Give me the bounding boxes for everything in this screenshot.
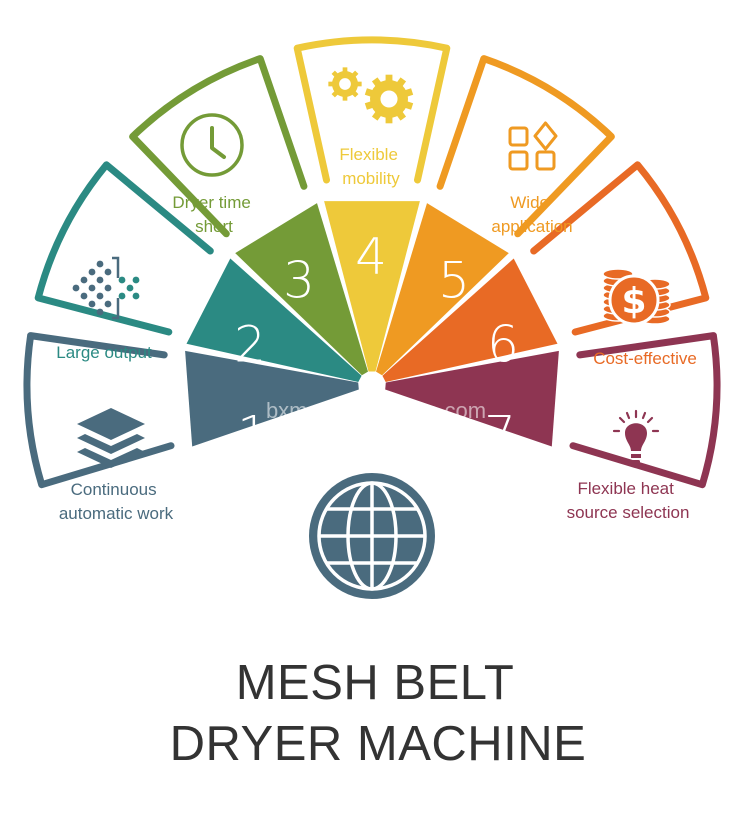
wedge-numbers: 1 2 3 4 5 6 7 xyxy=(234,228,519,464)
label-flexible-mobility: Flexible mobility xyxy=(339,145,402,188)
title-line-2: DRYER MACHINE xyxy=(170,717,587,771)
label-3-line-1: Dryer time xyxy=(172,193,250,212)
label-cost-effective: Cost-effective xyxy=(593,349,697,368)
outer-arc-7 xyxy=(569,332,721,489)
label-5-line-2: application xyxy=(491,217,572,236)
inner-wedges xyxy=(185,201,559,447)
label-1-line-1: Continuous xyxy=(71,480,157,499)
label-6-line-1: Cost-effective xyxy=(593,349,697,368)
wedge-number-1: 1 xyxy=(237,406,269,464)
label-4-line-1: Flexible xyxy=(339,145,398,164)
outer-arc-5 xyxy=(436,55,615,238)
label-3-line-2: short xyxy=(195,217,233,236)
label-1-line-2: automatic work xyxy=(59,504,174,523)
wedge-number-4: 4 xyxy=(355,228,387,286)
globe-icon xyxy=(309,473,435,599)
label-7-line-2: source selection xyxy=(567,503,690,522)
label-dryer-time-short: Dryer time short xyxy=(172,193,255,236)
outer-arc-2 xyxy=(34,161,214,336)
watermark-text: bxmac.en.alibaba.com xyxy=(266,398,486,423)
wedge-4 xyxy=(324,201,420,372)
label-4-line-2: mobility xyxy=(342,169,400,188)
app-grid-icon xyxy=(508,121,558,171)
label-large-output: Large output xyxy=(56,343,152,362)
outer-arc-1 xyxy=(23,332,175,489)
lightbulb-icon xyxy=(612,409,660,464)
outer-arc-4 xyxy=(293,36,451,184)
wedge-number-6: 6 xyxy=(487,316,519,374)
label-7-line-1: Flexible heat xyxy=(577,479,674,498)
label-2-line-1: Large output xyxy=(56,343,152,362)
dots-funnel-icon xyxy=(72,256,140,320)
label-flexible-heat-source: Flexible heat source selection xyxy=(567,479,690,522)
wedge-5 xyxy=(376,203,509,376)
wedge-number-2: 2 xyxy=(234,316,266,374)
outer-arc-frames xyxy=(23,36,721,489)
wedge-2 xyxy=(186,258,362,382)
label-continuous-automatic-work: Continuous automatic work xyxy=(59,480,174,523)
wedge-number-3: 3 xyxy=(283,252,315,310)
coins-dollar-icon: $ xyxy=(602,268,671,326)
wedge-1 xyxy=(185,350,359,447)
clock-icon xyxy=(180,113,244,177)
svg-text:$: $ xyxy=(621,281,646,322)
wedge-6 xyxy=(382,258,558,382)
outer-arc-3 xyxy=(129,55,308,238)
wedge-number-5: 5 xyxy=(438,252,470,310)
outer-arc-6 xyxy=(530,161,710,336)
label-5-line-1: Wide xyxy=(510,193,549,212)
wedge-3 xyxy=(235,203,368,376)
wedge-7 xyxy=(385,350,559,447)
stack-layers-icon xyxy=(77,408,145,468)
title-line-1: MESH BELT xyxy=(236,656,515,710)
gears-icon xyxy=(328,67,414,124)
wedge-number-7: 7 xyxy=(484,406,516,464)
label-wide-application: Wide application xyxy=(491,193,572,236)
